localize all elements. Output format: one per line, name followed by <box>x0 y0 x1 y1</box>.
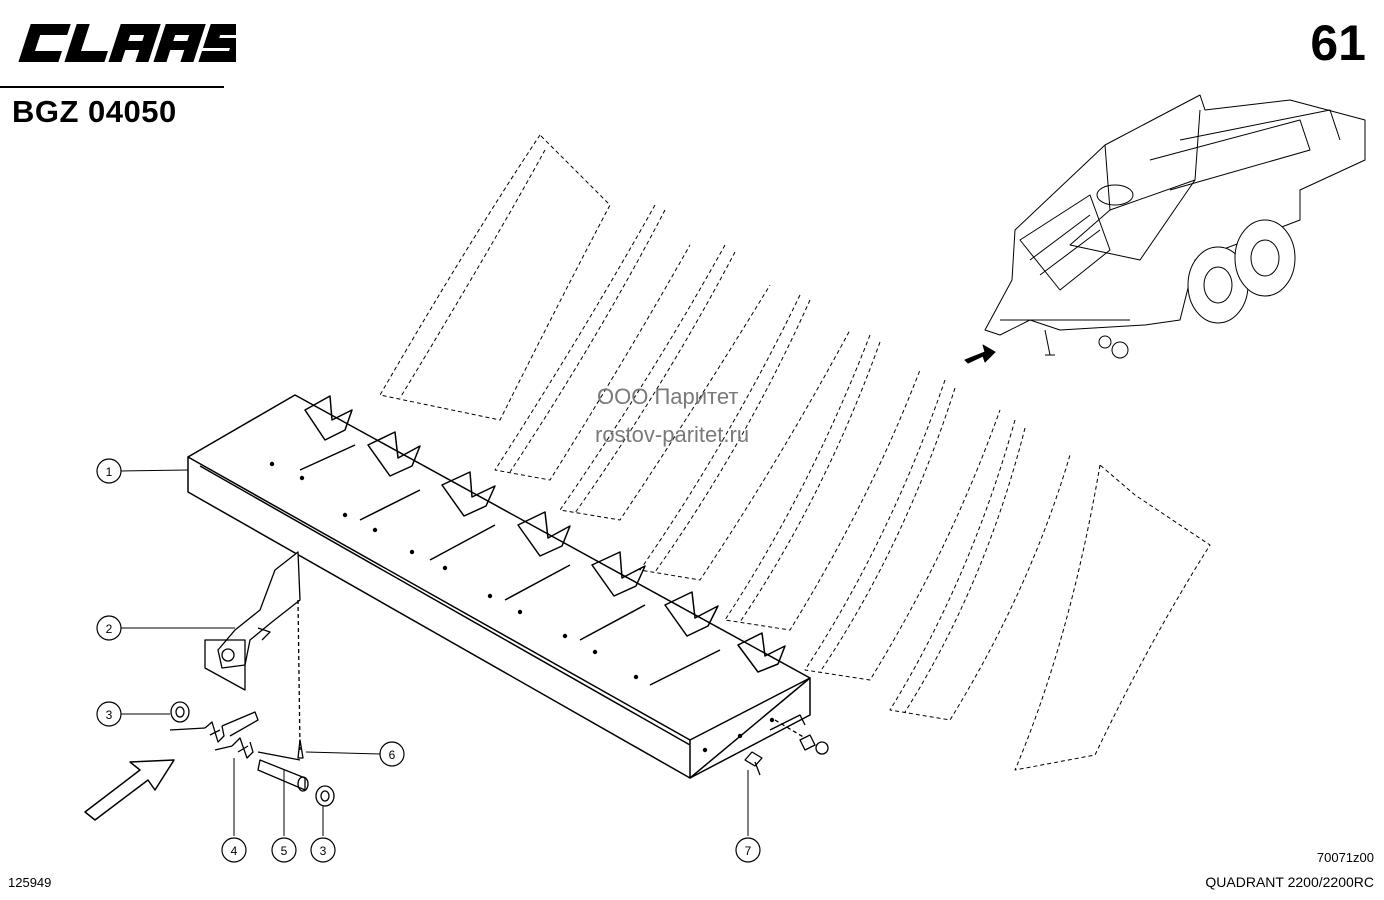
callout-1 <box>96 458 122 484</box>
springs <box>169 711 259 759</box>
watermark-url: rostov-paritet.ru <box>595 422 750 447</box>
watermark-company: ООО Паритет <box>597 384 739 409</box>
callout-5 <box>271 837 297 863</box>
callout-3a <box>96 701 122 727</box>
header-rule <box>0 86 224 88</box>
callout-6 <box>379 741 405 767</box>
sheet-number: 125949 <box>8 875 52 890</box>
page-number: 61 <box>1310 15 1366 71</box>
callout-6-label: 6 <box>389 748 396 762</box>
model-name: QUADRANT 2200/2200RC <box>1205 874 1374 890</box>
bracket-plate <box>204 551 301 691</box>
callout-7-label: 7 <box>745 844 752 858</box>
callout-2 <box>96 615 122 641</box>
callout-7 <box>735 837 761 863</box>
callout-5-label: 5 <box>281 844 288 858</box>
leader-lines <box>120 469 749 836</box>
callout-4-label: 4 <box>231 844 238 858</box>
ghost-tines <box>379 134 1211 771</box>
claas-logo <box>18 24 236 62</box>
direction-arrow-icon <box>84 759 175 821</box>
callout-3b-label: 3 <box>320 844 327 858</box>
washers <box>170 701 335 807</box>
doc-code: BGZ 04050 <box>12 94 177 129</box>
callout-3a-label: 3 <box>106 708 113 722</box>
base-plate <box>187 394 811 779</box>
callout-3b <box>310 837 336 863</box>
callout-4 <box>221 837 247 863</box>
split-pin <box>297 599 304 759</box>
bolt-nut <box>744 714 829 776</box>
callout-2-label: 2 <box>106 622 113 636</box>
baler-thumbnail <box>964 94 1366 364</box>
figure-code: 70071z00 <box>1316 850 1374 865</box>
callout-1-label: 1 <box>106 465 113 479</box>
pin <box>257 751 309 792</box>
